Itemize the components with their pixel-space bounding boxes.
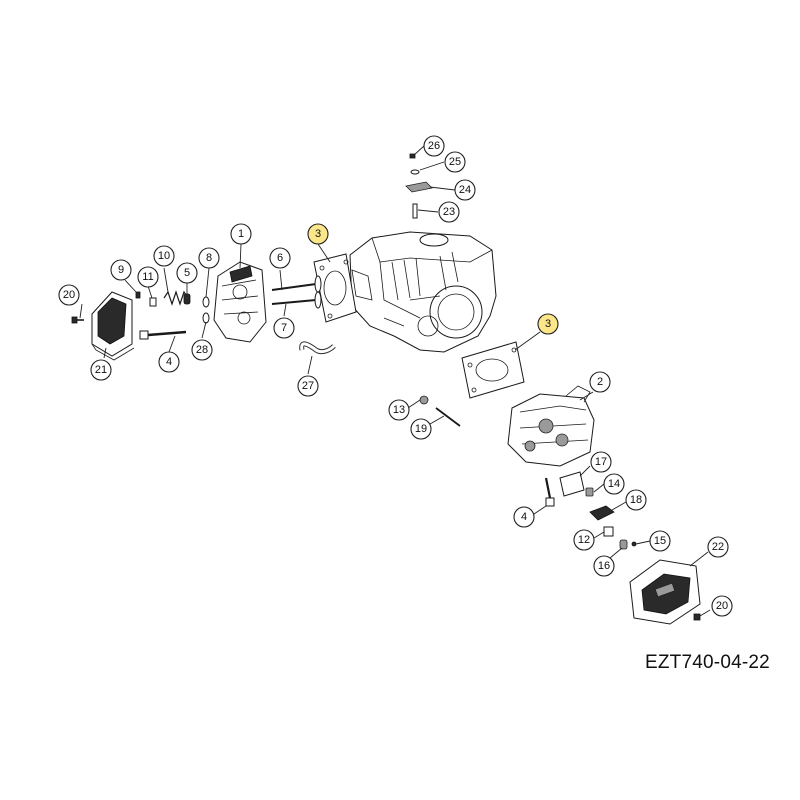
callout-label: 2 [597,376,603,388]
callout-label: 22 [712,541,724,553]
callout-label: 25 [449,156,461,168]
callout-label: 7 [281,322,287,334]
callout-label: 18 [630,494,642,506]
engine-block [349,231,497,353]
part-23 [412,203,418,219]
cylinder-head-1 [213,261,267,343]
callout-25: 25 [444,151,466,173]
bolt-20-left [71,316,84,324]
part-15 [631,541,637,547]
valve-cover-22 [629,559,701,625]
diagram-code-label: EZT740-04-22 [645,652,770,673]
callout-22: 22 [707,536,729,558]
callout-label: 8 [206,252,212,264]
callout-21: 21 [90,359,112,381]
callout-label: 16 [598,560,610,572]
callout-19: 19 [410,418,432,440]
callout-17: 17 [590,451,612,473]
breather-tube-27 [299,341,336,355]
callout-3-upper: 3 [307,223,329,245]
callout-4-left: 4 [158,351,180,373]
callout-label: 5 [184,267,190,279]
callout-label: 14 [608,478,620,490]
part-14 [585,487,594,497]
callout-11: 11 [137,266,159,288]
valve-retainer-5 [183,293,191,305]
callout-label: 28 [196,344,208,356]
callout-label: 11 [142,271,153,283]
pushrod-19 [435,407,461,427]
callout-label: 1 [238,228,244,240]
callout-label: 9 [118,264,124,276]
callout-label: 20 [63,289,75,301]
callout-7: 7 [273,317,295,339]
valve-7 [271,291,322,309]
callout-20-right: 20 [711,595,733,617]
callout-27: 27 [297,375,319,397]
callout-16: 16 [593,555,615,577]
callout-label: 20 [716,600,728,612]
seal-8 [202,296,210,308]
callout-2: 2 [589,371,611,393]
callout-8: 8 [198,247,220,269]
callout-label: 23 [443,206,455,218]
callout-5: 5 [176,262,198,284]
head-bolt-4-right [544,477,555,507]
callout-12: 12 [573,529,595,551]
callout-26: 26 [423,135,445,157]
callout-14: 14 [603,473,625,495]
head-gasket-lower [461,341,525,399]
callout-label: 4 [521,511,527,523]
cylinder-head-2 [507,385,595,467]
callout-9: 9 [110,259,132,281]
valve-keeper-11 [149,297,157,307]
callout-label: 17 [595,456,607,468]
callout-label: 3 [545,318,551,330]
callout-label: 12 [578,534,590,546]
leader-lines [79,145,711,617]
callout-label: 3 [315,228,321,240]
callout-label: 13 [393,404,405,416]
valve-cover-21 [91,291,135,361]
callout-label: 4 [166,356,172,368]
callout-20-left: 20 [58,284,80,306]
seal-28 [202,312,210,324]
callout-1: 1 [230,223,252,245]
callout-label: 19 [415,423,427,435]
callout-label: 15 [654,535,666,547]
rocker-arm-18 [589,505,615,521]
callout-label: 24 [459,184,471,196]
callout-label: 10 [158,250,170,262]
part-16 [619,539,628,550]
callout-28: 28 [191,339,213,361]
part-24 [405,181,433,193]
callout-18: 18 [625,489,647,511]
head-gasket-upper [313,253,357,323]
callout-label: 26 [428,140,440,152]
callout-4-right: 4 [513,506,535,528]
callout-label: 27 [302,380,314,392]
head-bolt-4-left [139,330,187,340]
callout-23: 23 [438,201,460,223]
callout-6: 6 [269,247,291,269]
plate-17 [559,471,585,497]
part-12 [603,526,614,537]
valve-keeper-9 [135,291,141,299]
callout-10: 10 [153,245,175,267]
callout-15: 15 [649,530,671,552]
callout-3-lower: 3 [537,313,559,335]
valve-6 [271,275,322,293]
part-25 [410,169,420,175]
part-13 [419,395,429,405]
bolt-20-right [693,613,701,621]
part-26 [409,153,416,159]
callout-13: 13 [388,399,410,421]
callout-label: 6 [277,252,283,264]
callout-24: 24 [454,179,476,201]
callout-label: 21 [95,364,107,376]
